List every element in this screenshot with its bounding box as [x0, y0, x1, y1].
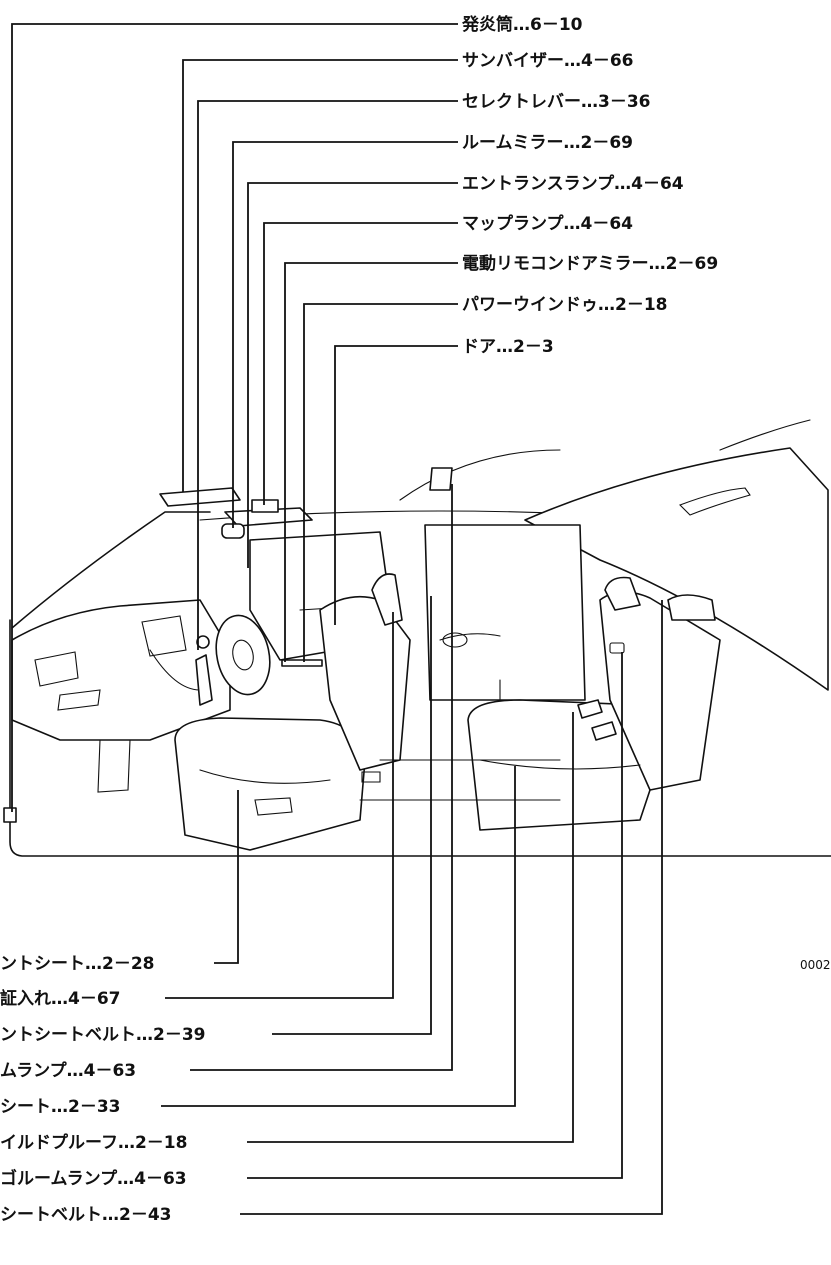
- label-flare: 発炎筒…6－10: [461, 14, 583, 35]
- rear-headrest: [604, 576, 641, 611]
- front-headrest: [371, 573, 403, 626]
- label-room-lamp: ムランプ…4－63: [0, 1060, 136, 1081]
- rear-window: [524, 447, 829, 691]
- top-labels: 発炎筒…6－10 サンバイザー…4－66 セレクトレバー…3－36 ルームミラー…: [461, 14, 718, 357]
- dashboard: [11, 599, 231, 741]
- label-map-lamp: マップランプ…4－64: [462, 213, 633, 234]
- figure-code: 0002: [800, 958, 831, 972]
- sun-visor-shape: [159, 487, 241, 507]
- label-rear-seatbelt: シートベルト…2－43: [0, 1205, 172, 1225]
- steering-wheel: [215, 614, 271, 696]
- car-interior-illustration: [3, 419, 831, 857]
- a-pillar: [11, 511, 211, 629]
- label-entrance-lamp: エントランスランプ…4－64: [462, 173, 684, 194]
- rear-door-panel: [424, 524, 586, 701]
- label-document-holder: 証入れ…4－67: [0, 988, 121, 1009]
- bottom-labels: ントシート…2－28 証入れ…4－67 ントシートベルト…2－39 ムランプ…4…: [0, 954, 206, 1225]
- label-power-door-mirror: 電動リモコンドアミラー…2－69: [462, 253, 718, 274]
- room-lamp-shape: [429, 467, 453, 491]
- label-selector-lever: セレクトレバー…3－36: [462, 92, 651, 112]
- leader-lines-bottom: [161, 484, 663, 1215]
- label-child-proof: イルドプルーフ…2－18: [0, 1132, 187, 1153]
- label-sun-visor: サンバイザー…4－66: [462, 51, 634, 71]
- label-luggage-lamp: ゴルームランプ…4－63: [0, 1168, 187, 1189]
- label-room-mirror: ルームミラー…2－69: [462, 133, 633, 153]
- label-front-seatbelt: ントシートベルト…2－39: [0, 1025, 206, 1045]
- label-rear-seat: シート…2－33: [0, 1097, 121, 1117]
- child-proof-shape: [609, 642, 625, 654]
- label-power-window: パワーウインドゥ…2－18: [462, 295, 668, 315]
- label-door: ドア…2－3: [462, 337, 554, 357]
- label-front-seat: ントシート…2－28: [0, 954, 155, 974]
- selector-lever-shape: [195, 654, 213, 706]
- leader-lines-top: [11, 23, 458, 812]
- flare-shape: [3, 807, 17, 823]
